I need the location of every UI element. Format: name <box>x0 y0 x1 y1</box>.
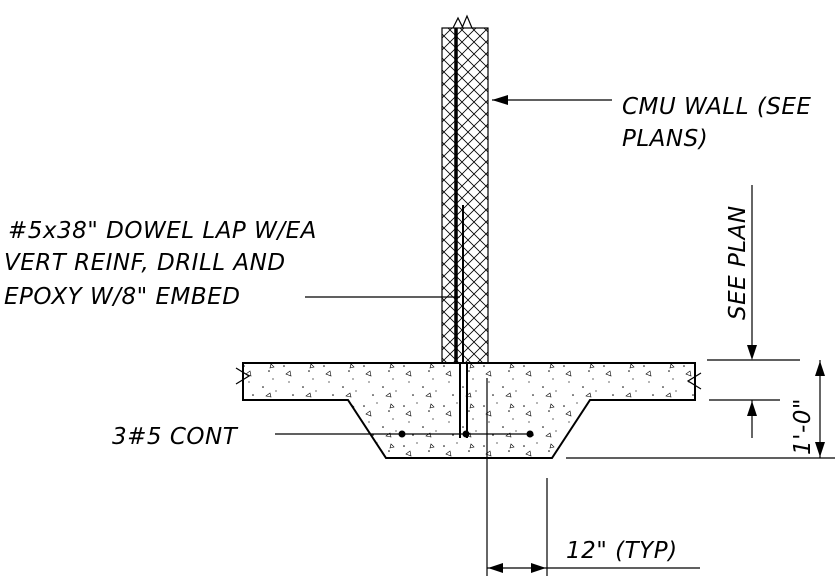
slab-footing <box>235 362 702 459</box>
width-dimension-label: 12" (TYP) <box>566 538 678 564</box>
cont-bars-label: 3#5 CONT <box>112 424 239 450</box>
width-dimension <box>487 478 700 576</box>
dowel-label-line1: #5x38" DOWEL LAP W/EA <box>8 218 317 244</box>
dowel-bar <box>459 363 468 438</box>
rebar-dot <box>462 430 470 438</box>
cmu-wall-leader <box>492 95 612 105</box>
depth-dimension-label: 1'-0" <box>790 398 816 455</box>
continuous-bars <box>398 430 534 438</box>
cmu-wall <box>441 14 489 364</box>
cmu-wall-label-line2: PLANS) <box>622 126 708 152</box>
dowel-label-line3: EPOXY W/8" EMBED <box>4 284 240 310</box>
see-plan-label: SEE PLAN <box>725 205 751 320</box>
rebar-dot <box>526 430 534 438</box>
see-plan-dimension <box>707 185 800 361</box>
cmu-wall-label-line1: CMU WALL (SEE <box>622 94 811 120</box>
vertical-reinforcement <box>454 28 464 363</box>
dowel-label-line2: VERT REINF, DRILL AND <box>4 250 286 276</box>
rebar-dot <box>398 430 406 438</box>
depth-dimension <box>566 360 835 459</box>
